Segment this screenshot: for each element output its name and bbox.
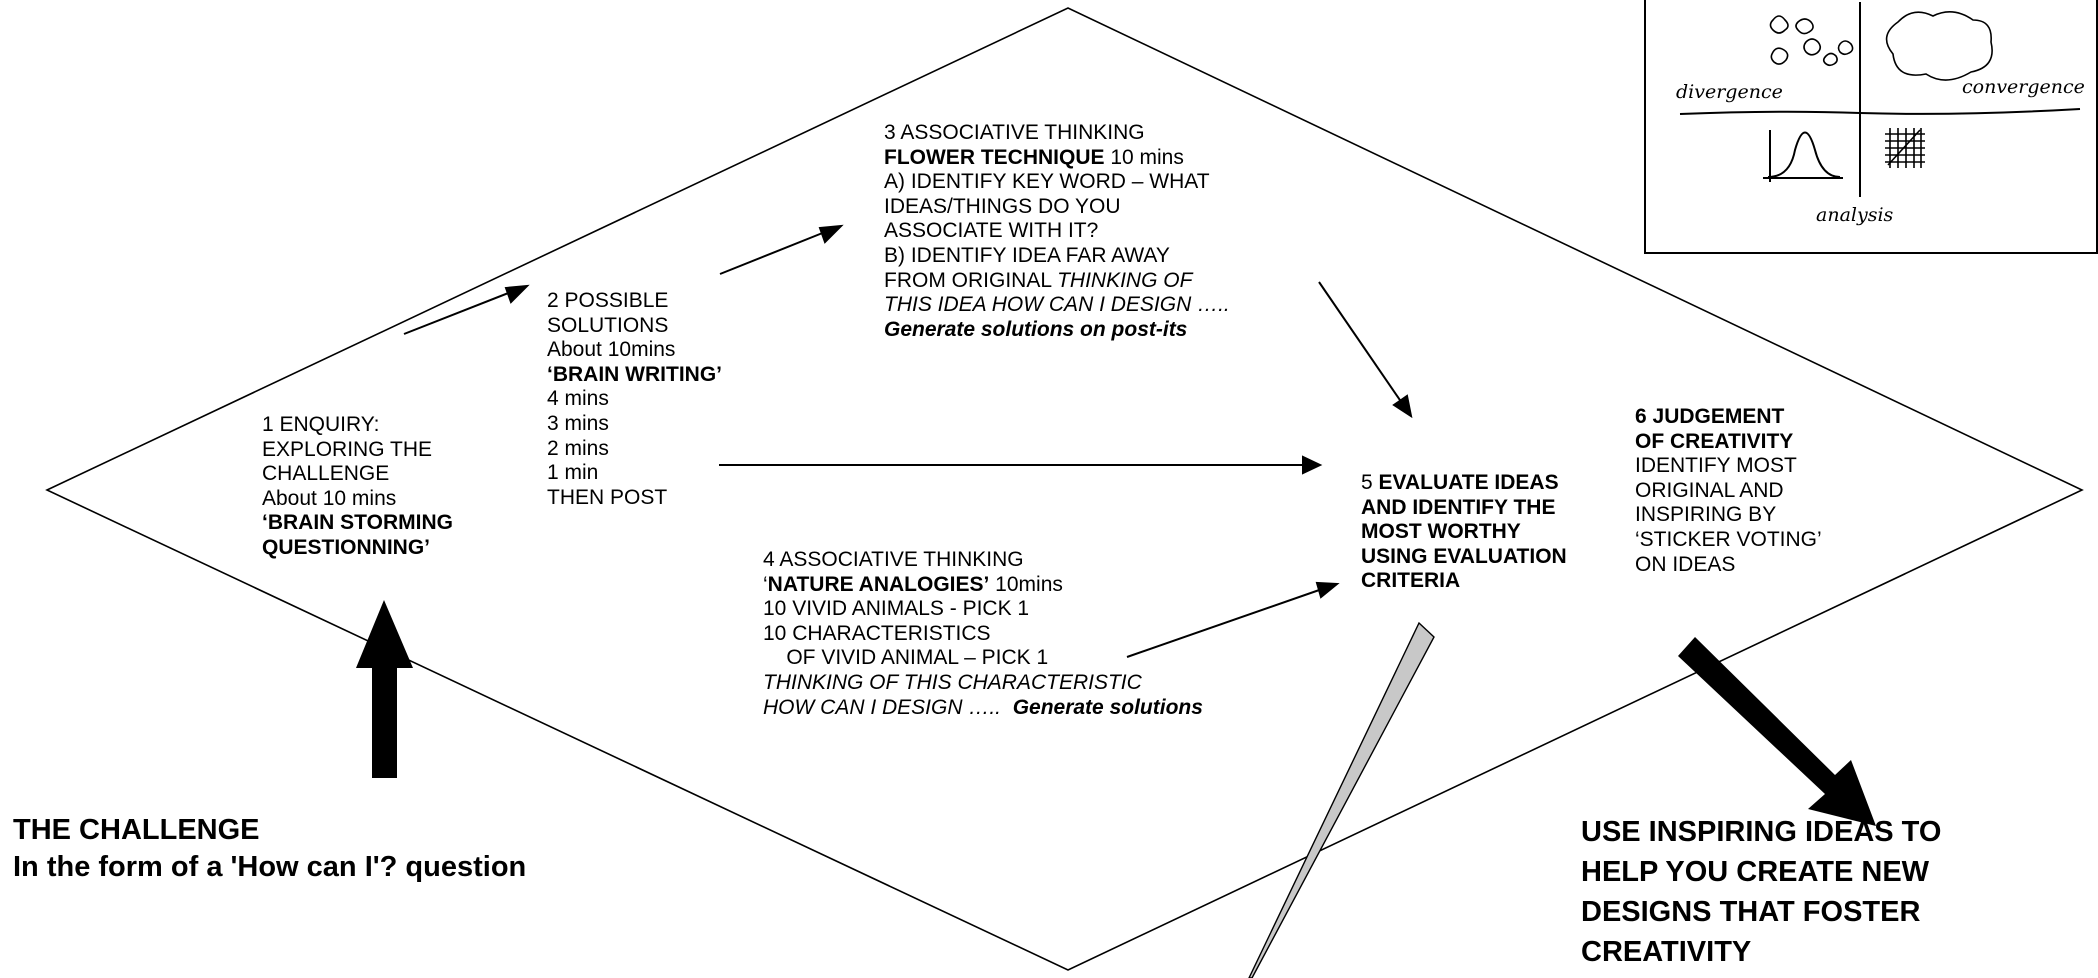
stage-3-title: 3 ASSOCIATIVE THINKING xyxy=(884,121,1145,144)
stage-4-technique-line: ‘NATURE ANALOGIES’ 10mins xyxy=(763,573,1203,598)
stage-6-line: ON IDEAS xyxy=(1635,552,1736,576)
stage-4-time: 10mins xyxy=(989,572,1063,596)
stage-2-time: 4 mins xyxy=(547,387,609,411)
outcome-arrow xyxy=(1678,637,1876,826)
evaluation-pointer xyxy=(1248,621,1435,978)
connector-arrows xyxy=(403,224,1413,658)
stage-2-time: THEN POST xyxy=(547,485,668,509)
stage-3-line: A) IDENTIFY KEY WORD – WHAT xyxy=(884,170,1210,194)
stage-3-action: Generate solutions on post-its xyxy=(884,317,1188,341)
stage-6-title: 6 JUDGEMENT xyxy=(1635,405,1785,428)
challenge-arrow xyxy=(356,600,413,778)
stage-4-action: Generate solutions xyxy=(1012,695,1203,719)
sketch-label-convergence: convergence xyxy=(1962,76,2085,98)
stage-4-nature-analogies: 4 ASSOCIATIVE THINKING ‘NATURE ANALOGIES… xyxy=(763,548,1203,720)
stage-6-title: OF CREATIVITY xyxy=(1635,429,1794,453)
stage-1-line: EXPLORING THE xyxy=(262,437,432,461)
divergence-convergence-sketch: divergence convergence analysis xyxy=(1644,0,2098,254)
sketch-label-analysis: analysis xyxy=(1816,204,1894,226)
stage-3-from-original: FROM ORIGINAL xyxy=(884,268,1058,292)
outcome-caption: USE INSPIRING IDEAS TO HELP YOU CREATE N… xyxy=(1581,812,1941,972)
stage-6-line: ORIGINAL AND xyxy=(1635,478,1784,502)
stage-2-line: 2 POSSIBLE xyxy=(547,289,669,312)
arrow-2-to-3 xyxy=(719,224,844,275)
stage-5-title: EVALUATE IDEAS xyxy=(1378,471,1559,494)
stage-3-technique-line: FLOWER TECHNIQUE 10 mins xyxy=(884,146,1230,171)
stage-5-line: CRITERIA xyxy=(1361,569,1461,593)
stage-4-quote: ‘ xyxy=(763,572,768,596)
stage-3-line: FROM ORIGINAL THINKING OF xyxy=(884,269,1230,294)
stage-6-line: IDENTIFY MOST xyxy=(1635,454,1797,478)
stage-4-action-line: HOW CAN I DESIGN ….. Generate solutions xyxy=(763,696,1203,721)
outcome-line: USE INSPIRING IDEAS TO xyxy=(1581,816,1942,848)
stage-1-enquiry: 1 ENQUIRY: EXPLORING THE CHALLENGE About… xyxy=(262,413,453,561)
stage-3-technique: FLOWER TECHNIQUE xyxy=(884,145,1105,169)
stage-2-technique: ‘BRAIN WRITING’ xyxy=(547,362,722,386)
challenge-subtitle: In the form of a 'How can I'? question xyxy=(13,851,527,883)
stage-3-line: B) IDENTIFY IDEA FAR AWAY xyxy=(884,243,1170,267)
stage-5-line: USING EVALUATION xyxy=(1361,544,1567,568)
stage-4-line: 10 CHARACTERISTICS xyxy=(763,621,991,645)
stage-3-prompt: THINKING OF xyxy=(1057,268,1193,292)
challenge-caption: THE CHALLENGE In the form of a 'How can … xyxy=(13,812,526,886)
stage-3-time: 10 mins xyxy=(1104,145,1184,169)
stage-3-flower-technique: 3 ASSOCIATIVE THINKING FLOWER TECHNIQUE … xyxy=(884,121,1230,342)
stage-5-number: 5 xyxy=(1361,471,1379,494)
stage-5-line: MOST WORTHY xyxy=(1361,520,1521,544)
stage-3-line: ASSOCIATE WITH IT? xyxy=(884,219,1099,243)
stage-5-line: AND IDENTIFY THE xyxy=(1361,495,1556,519)
stage-1-line: CHALLENGE xyxy=(262,462,390,486)
challenge-title: THE CHALLENGE xyxy=(13,814,260,846)
stage-4-technique: NATURE ANALOGIES’ xyxy=(767,572,990,596)
diamond-outline xyxy=(45,7,2084,971)
sketch-frame xyxy=(1644,0,2098,254)
sketch-label-divergence: divergence xyxy=(1676,81,1783,103)
sketch-bell-curve xyxy=(1767,131,1841,178)
stage-6-line: INSPIRING BY xyxy=(1635,503,1777,527)
stage-1-line: About 10 mins xyxy=(262,486,397,510)
stage-5-first-line: 5 EVALUATE IDEAS xyxy=(1361,471,1567,496)
stage-4-title: 4 ASSOCIATIVE THINKING xyxy=(763,548,1024,571)
sketch-grid-icon xyxy=(1885,128,1925,168)
stage-2-time: 1 min xyxy=(547,461,599,485)
outcome-line: CREATIVITY xyxy=(1581,936,1752,968)
stage-3-line: IDEAS/THINGS DO YOU xyxy=(884,194,1121,218)
stage-1-line: 1 ENQUIRY: xyxy=(262,413,380,436)
arrow-1-to-2 xyxy=(403,284,530,335)
stage-2-possible-solutions: 2 POSSIBLE SOLUTIONS About 10mins ‘BRAIN… xyxy=(547,289,722,510)
outcome-line: DESIGNS THAT FOSTER xyxy=(1581,896,1921,928)
stage-5-evaluate: 5 EVALUATE IDEAS AND IDENTIFY THE MOST W… xyxy=(1361,471,1567,594)
arrow-4-to-5 xyxy=(1126,581,1340,658)
stage-1-technique: QUESTIONNING’ xyxy=(262,535,431,559)
stage-6-line: ‘STICKER VOTING’ xyxy=(1635,527,1822,551)
stage-4-line: 10 VIVID ANIMALS - PICK 1 xyxy=(763,597,1030,621)
stage-4-prompt: THINKING OF THIS CHARACTERISTIC xyxy=(763,670,1142,694)
outcome-line: HELP YOU CREATE NEW xyxy=(1581,856,1930,888)
stage-1-technique: ‘BRAIN STORMING xyxy=(262,511,453,535)
stage-4-line: OF VIVID ANIMAL – PICK 1 xyxy=(763,646,1049,670)
arrow-2-to-5 xyxy=(719,455,1323,475)
stage-2-line: SOLUTIONS xyxy=(547,313,669,337)
arrow-3-to-5 xyxy=(1318,281,1413,419)
stage-2-time: 3 mins xyxy=(547,411,609,435)
stage-4-prompt: HOW CAN I DESIGN ….. xyxy=(763,695,1013,719)
sketch-axis-horizontal xyxy=(1679,108,2081,115)
stage-6-judgement: 6 JUDGEMENT OF CREATIVITY IDENTIFY MOST … xyxy=(1635,405,1822,577)
stage-3-prompt: THIS IDEA HOW CAN I DESIGN ….. xyxy=(884,293,1230,317)
stage-2-line: About 10mins xyxy=(547,338,676,362)
stage-2-time: 2 mins xyxy=(547,436,609,460)
sketch-cloud-icons xyxy=(1769,11,1993,81)
